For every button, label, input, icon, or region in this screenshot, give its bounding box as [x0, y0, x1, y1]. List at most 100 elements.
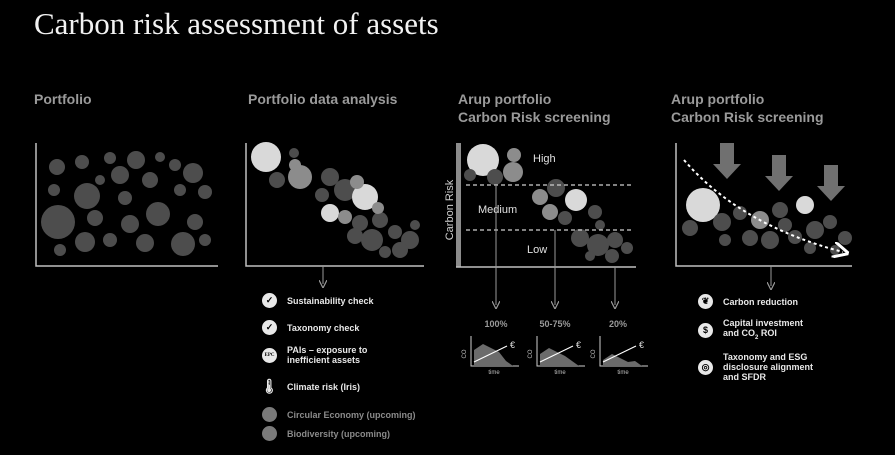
bubble — [171, 232, 195, 256]
bubble — [75, 232, 95, 252]
list-item-label-line1: Taxonomy and ESG — [723, 352, 808, 362]
analysis-list: ✓ Sustainability check ✓ Taxonomy check … — [261, 292, 452, 442]
bubble — [352, 215, 368, 231]
mini-chart-currency: € — [639, 340, 644, 350]
screening-y-axis-bar — [456, 143, 461, 267]
level-high-label: High — [533, 153, 556, 165]
list-item: Biodiversity (upcoming) — [262, 426, 390, 441]
bubble — [410, 220, 420, 230]
down-arrow-icons — [713, 143, 845, 201]
bubble — [804, 242, 816, 254]
bubble — [761, 231, 779, 249]
column-title-screening-line2: Carbon Risk screening — [458, 109, 611, 125]
bubble — [121, 215, 139, 233]
list-item: ✓ Taxonomy check — [262, 320, 359, 335]
mini-chart-trend — [539, 345, 574, 363]
circle-icon — [262, 426, 277, 441]
list-item-label: Taxonomy check — [287, 322, 360, 333]
bubble — [269, 172, 285, 188]
bubble — [719, 234, 731, 246]
list-item: ✓ Sustainability check — [262, 293, 374, 308]
bubble — [361, 229, 383, 251]
bubble — [467, 144, 499, 176]
list-item-label-line1: Capital investment — [723, 318, 804, 328]
bubble — [542, 204, 558, 220]
column-title-screening-2: Arup portfolio Carbon Risk screening — [671, 90, 824, 126]
mini-chart-x-label: time — [554, 370, 566, 376]
bubble — [183, 163, 203, 183]
check-icon: ✓ — [262, 293, 277, 308]
bubble — [571, 229, 589, 247]
list-item: $ Capital investment and CO2 ROI — [698, 318, 803, 343]
level-medium-label: Medium — [478, 204, 517, 216]
mini-chart-currency: € — [576, 340, 581, 350]
bubble — [713, 213, 731, 231]
bubble — [388, 225, 402, 239]
bubble — [823, 215, 837, 229]
bubble — [155, 152, 165, 162]
mini-chart-currency: € — [510, 340, 515, 350]
bubble — [251, 142, 281, 172]
bubble — [75, 155, 89, 169]
bubble — [788, 230, 802, 244]
bubble — [595, 220, 605, 230]
list-item: 🌡 Climate risk (Iris) — [261, 378, 361, 394]
reduction-bubbles — [682, 188, 852, 255]
column-title-screening-line1: Arup portfolio — [458, 91, 552, 107]
down-arrow-icon — [713, 143, 741, 179]
bubble — [169, 159, 181, 171]
list-item-label: Sustainability check — [287, 295, 374, 306]
percentage-high: 100% — [484, 319, 507, 329]
bubble — [588, 205, 602, 219]
bubble — [48, 184, 60, 196]
bubble — [585, 251, 595, 261]
percentage-medium: 50-75% — [539, 319, 570, 329]
bubble — [733, 206, 747, 220]
analysis-bubbles — [251, 142, 420, 258]
bubble — [104, 152, 116, 164]
epc-icon: EPC — [262, 347, 277, 363]
analysis-axes — [245, 143, 424, 267]
bubble — [778, 218, 792, 232]
mini-chart-x-label: time — [617, 370, 629, 376]
bubble — [392, 242, 408, 258]
bubble — [352, 184, 378, 210]
bubble — [142, 172, 158, 188]
bubble — [686, 188, 720, 222]
bubble — [796, 196, 814, 214]
bubble — [372, 212, 388, 228]
bubble — [199, 234, 211, 246]
column-title-portfolio: Portfolio — [34, 91, 92, 107]
list-item: ❦ Carbon reduction — [698, 294, 798, 309]
bubble — [95, 175, 105, 185]
list-item-label-line2: disclosure alignment — [723, 362, 814, 372]
bubble — [288, 165, 312, 189]
list-item-label: Carbon reduction — [723, 296, 799, 307]
bubble — [607, 232, 623, 248]
circle-icon — [262, 407, 277, 422]
bubble — [54, 244, 66, 256]
bubble — [118, 191, 132, 205]
bubble — [682, 220, 698, 236]
list-item-label-line2: inefficient assets — [287, 355, 361, 365]
mini-chart-area — [603, 354, 642, 366]
bubble — [103, 233, 117, 247]
bubble — [605, 249, 619, 263]
list-item-label: Biodiversity (upcoming) — [287, 428, 391, 439]
list-item-label: Climate risk (Iris) — [287, 381, 361, 392]
bubble — [507, 148, 521, 162]
bubble — [503, 162, 523, 182]
list-item-label: Capital investment and CO2 ROI — [723, 318, 803, 343]
bubble — [338, 210, 352, 224]
bubble — [41, 205, 75, 239]
bubble — [372, 202, 384, 214]
bubble — [289, 148, 299, 158]
bubble — [565, 189, 587, 211]
bubble — [87, 210, 103, 226]
list-item-label: Taxonomy and ESG disclosure alignment an… — [723, 352, 813, 382]
reduction-chart — [675, 143, 852, 286]
mini-chart-y-label: CO — [591, 349, 597, 358]
